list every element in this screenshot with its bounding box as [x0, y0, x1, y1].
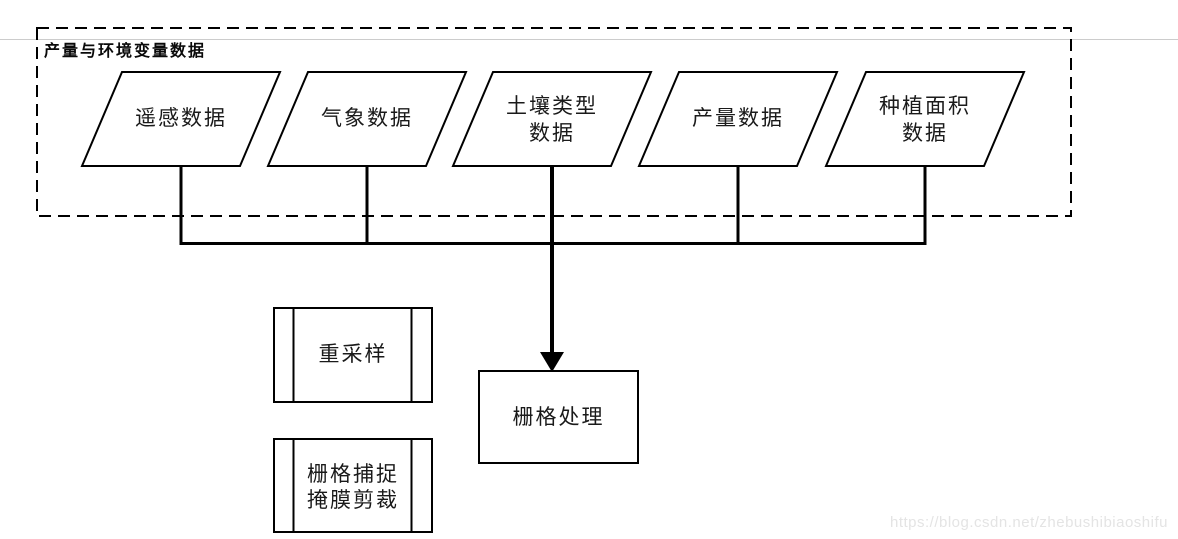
rectangle-shape [478, 370, 639, 464]
arrowhead-icon [540, 352, 564, 372]
parallelogram-shape [451, 71, 653, 167]
input-node-planting-area: 种植面积 数据 [824, 71, 1026, 167]
watermark: https://blog.csdn.net/zhebushibiaoshifu [890, 514, 1168, 531]
predefined-process-shape [273, 438, 433, 533]
parallelogram-shape [266, 71, 468, 167]
arrow-down [540, 166, 564, 372]
input-node-remote-sensing: 遥感数据 [80, 71, 282, 167]
node-label-line1: 种植面积 [879, 94, 971, 118]
predefined-process-shape [273, 307, 433, 403]
node-label: 气象数据 [321, 106, 413, 130]
process-node-resampling: 重采样 [273, 307, 433, 403]
input-node-weather: 气象数据 [266, 71, 468, 167]
process-node-snap-mask-clip: 栅格捕捉 掩膜剪裁 [273, 438, 433, 533]
node-label-line1: 栅格捕捉 [307, 462, 399, 486]
input-node-soil-type: 土壤类型 数据 [451, 71, 653, 167]
node-label: 产量数据 [692, 106, 784, 130]
node-label-line2: 数据 [902, 121, 948, 145]
parallelogram-shape [637, 71, 839, 167]
node-label-line2: 数据 [529, 121, 575, 145]
node-label: 重采样 [319, 342, 388, 366]
input-node-yield: 产量数据 [637, 71, 839, 167]
node-label: 遥感数据 [135, 106, 227, 130]
node-label-line2: 掩膜剪裁 [307, 488, 399, 512]
process-node-raster-processing: 栅格处理 [478, 370, 639, 464]
parallelogram-shape [80, 71, 282, 167]
node-label-line1: 土壤类型 [506, 94, 598, 118]
node-label: 栅格处理 [513, 405, 605, 429]
parallelogram-shape [824, 71, 1026, 167]
group-label: 产量与环境变量数据 [44, 41, 206, 60]
